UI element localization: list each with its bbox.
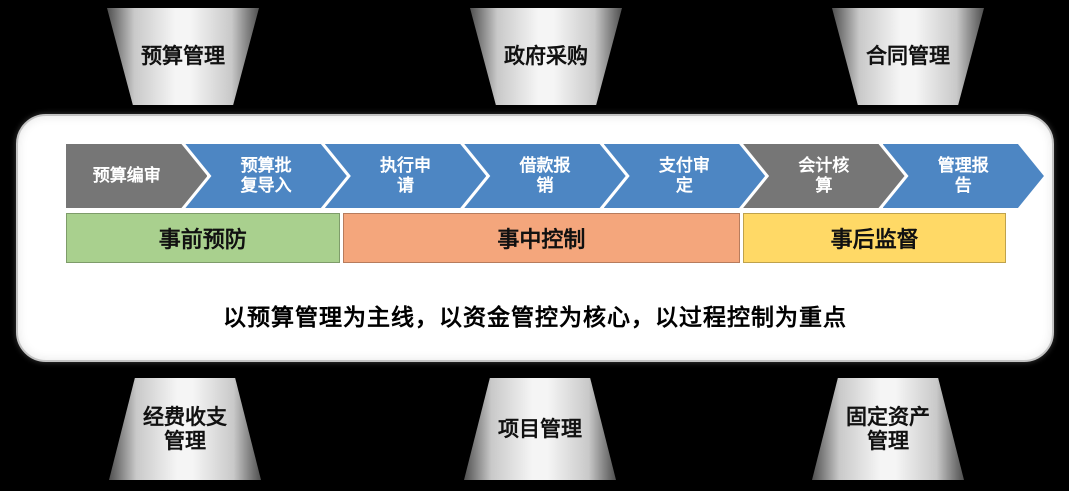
phase-label: 事中控制 <box>497 227 586 253</box>
process-panel: 预算编审 预算批 复导入 执行申 请 借款报 销 支付审 定 会计核 算 管理报… <box>16 114 1054 362</box>
module-expense-income-management: 经费收支 管理 <box>109 378 261 480</box>
step-budget-approval-import: 预算批 复导入 <box>185 144 346 208</box>
module-label: 项目管理 <box>498 415 582 441</box>
step-label: 预算编审 <box>92 165 161 186</box>
step-label: 支付审 定 <box>658 155 710 196</box>
module-contract-management: 合同管理 <box>832 8 984 105</box>
module-label: 预算管理 <box>141 43 225 69</box>
module-label: 政府采购 <box>504 43 588 69</box>
phase-pre-prevention: 事前预防 <box>66 213 340 263</box>
step-budget-compilation-review: 预算编审 <box>66 144 207 208</box>
phase-bars: 事前预防 事中控制 事后监督 <box>66 213 1006 263</box>
module-label: 固定资产 管理 <box>846 403 930 453</box>
step-label: 管理报 告 <box>937 155 989 196</box>
phase-label: 事后监督 <box>830 227 919 253</box>
module-project-management: 项目管理 <box>464 378 616 480</box>
phase-label: 事前预防 <box>158 227 247 253</box>
step-label: 会计核 算 <box>798 155 850 196</box>
module-government-procurement: 政府采购 <box>470 8 622 105</box>
phase-post-supervision: 事后监督 <box>743 213 1006 263</box>
step-label: 执行申 请 <box>380 155 432 196</box>
process-flow: 预算编审 预算批 复导入 执行申 请 借款报 销 支付审 定 会计核 算 管理报… <box>66 144 1044 208</box>
step-execution-request: 执行申 请 <box>325 144 486 208</box>
step-management-report: 管理报 告 <box>883 144 1044 208</box>
step-loan-reimbursement: 借款报 销 <box>464 144 625 208</box>
step-label: 预算批 复导入 <box>240 155 292 196</box>
panel-caption: 以预算管理为主线，以资金管控为核心，以过程控制为重点 <box>223 304 847 331</box>
module-budget-management: 预算管理 <box>107 8 259 105</box>
step-accounting: 会计核 算 <box>743 144 904 208</box>
module-fixed-assets-management: 固定资产 管理 <box>812 378 964 480</box>
phase-in-process-control: 事中控制 <box>342 213 741 263</box>
step-payment-approval: 支付审 定 <box>604 144 765 208</box>
step-label: 借款报 销 <box>519 155 571 196</box>
module-label: 合同管理 <box>866 43 950 69</box>
module-label: 经费收支 管理 <box>143 403 227 453</box>
